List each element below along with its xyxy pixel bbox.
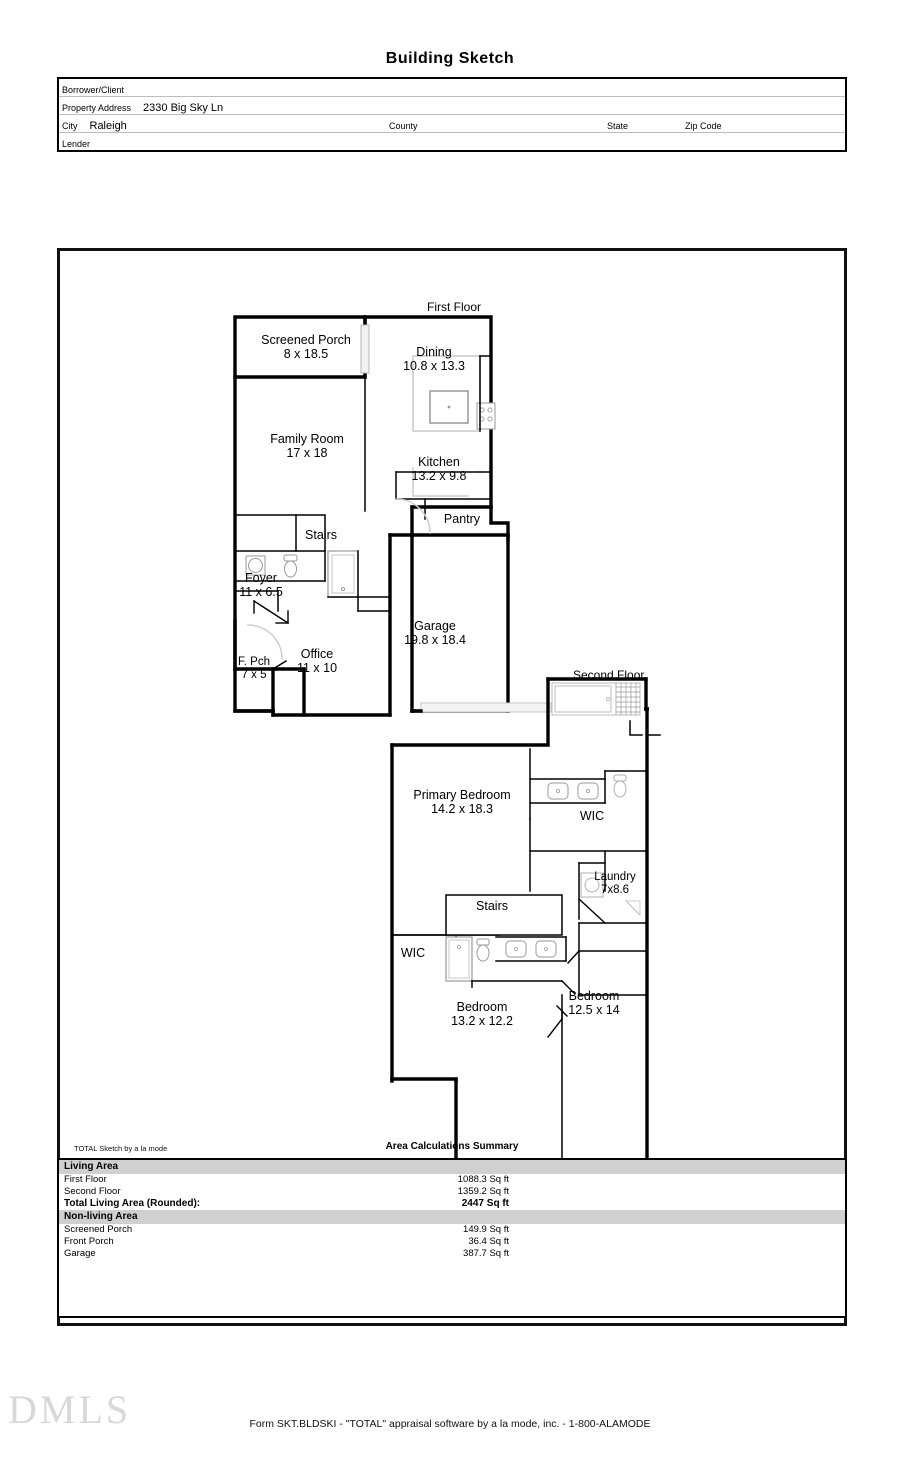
room-dining: Dining 10.8 x 13.3 — [403, 345, 465, 373]
room-garage-name: Garage — [414, 619, 456, 633]
area-row-first-floor-label: First Floor — [64, 1174, 107, 1185]
room-stairs-first-name: Stairs — [305, 528, 337, 542]
room-laundry: Laundry 7x8.6 — [594, 871, 636, 897]
area-table-spacer — [59, 1260, 845, 1316]
room-bedroom-2-dims: 13.2 x 12.2 — [451, 1014, 513, 1028]
room-pantry: Pantry — [444, 512, 480, 526]
room-laundry-name: Laundry — [594, 871, 636, 883]
room-wic-primary-name: WIC — [579, 809, 605, 823]
area-row-garage-value: 387.7 Sq ft — [463, 1248, 509, 1259]
property-address-label: Property Address — [62, 103, 132, 113]
city-label: City — [62, 121, 78, 131]
room-kitchen-name: Kitchen — [418, 455, 460, 469]
room-family: Family Room 17 x 18 — [270, 432, 344, 460]
area-row-total-living-label: Total Living Area (Rounded): — [64, 1198, 201, 1209]
area-calculations-summary-title: Area Calculations Summary — [385, 1141, 519, 1152]
area-row-second-floor-value: 1359.2 Sq ft — [457, 1186, 509, 1197]
room-wic-secondary: WIC — [401, 946, 425, 960]
header-row-borrower: Borrower/Client — [59, 79, 845, 97]
room-kitchen-dims: 13.2 x 9.8 — [411, 469, 467, 483]
room-screened-porch-dims: 8 x 18.5 — [283, 347, 329, 361]
room-garage-dims: 19.8 x 18.4 — [404, 633, 466, 647]
room-stairs-second: Stairs — [476, 899, 508, 913]
room-office-dims: 11 x 10 — [296, 661, 338, 675]
room-bedroom-3-dims: 12.5 x 14 — [568, 1003, 620, 1017]
area-row-second-floor-label: Second Floor — [64, 1186, 121, 1197]
room-front-porch-name: F. Pch — [238, 656, 270, 668]
dmls-watermark: DMLS — [8, 1387, 132, 1432]
area-row-garage-label: Garage — [64, 1248, 96, 1259]
room-laundry-dims: 7x8.6 — [600, 884, 630, 896]
room-front-porch: F. Pch 7 x 5 — [238, 656, 270, 682]
room-bedroom-2: Bedroom 13.2 x 12.2 — [451, 1000, 513, 1028]
section-heading-non-living-area: Non-living Area — [59, 1210, 845, 1224]
borrower-label: Borrower/Client — [62, 85, 125, 95]
room-foyer: Foyer 11 x 6.5 — [239, 571, 283, 599]
area-row-screened-porch-label: Screened Porch — [64, 1224, 133, 1235]
first-floor-title: First Floor — [427, 300, 481, 314]
room-primary-bedroom-name: Primary Bedroom — [413, 788, 511, 802]
room-pantry-name: Pantry — [443, 512, 481, 526]
room-family-name: Family Room — [270, 432, 344, 446]
building-sketch-frame: First Floor Screened Porch 8 x 18.5 Dini… — [57, 248, 847, 1326]
room-screened-porch: Screened Porch 8 x 18.5 — [261, 333, 351, 361]
sketch-credit: TOTAL Sketch by a la mode — [74, 1144, 168, 1153]
room-kitchen: Kitchen 13.2 x 9.8 — [412, 455, 467, 483]
state-label: State — [607, 121, 629, 131]
room-stairs-second-name: Stairs — [476, 899, 508, 913]
header-row-lender: Lender — [59, 133, 845, 150]
area-calculations-table: Living Area First Floor 1088.3 Sq ft Sec… — [57, 1158, 847, 1318]
property-identification-table: Borrower/Client Property Address 2330 Bi… — [57, 77, 847, 152]
footer-form-line: Form SKT.BLDSKI - "TOTAL" appraisal soft… — [249, 1418, 651, 1430]
room-bedroom-3: Bedroom 12.5 x 14 — [568, 989, 619, 1017]
area-row-screened-porch: Screened Porch 149.9 Sq ft — [59, 1224, 845, 1236]
county-label: County — [389, 121, 418, 131]
area-row-first-floor-value: 1088.3 Sq ft — [457, 1174, 509, 1185]
room-office: Office 11 x 10 — [297, 647, 337, 675]
lender-label: Lender — [62, 139, 91, 149]
area-row-total-living-value: 2447 Sq ft — [461, 1198, 509, 1209]
header-row-city: City Raleigh County State Zip Code — [59, 115, 845, 133]
room-bedroom-2-name: Bedroom — [456, 1000, 508, 1014]
room-wic-primary: WIC — [580, 809, 604, 823]
zip-code-label: Zip Code — [685, 121, 722, 131]
city-value: Raleigh — [89, 120, 127, 132]
room-stairs-first: Stairs — [305, 528, 337, 542]
area-row-front-porch: Front Porch 36.4 Sq ft — [59, 1236, 845, 1248]
room-front-porch-dims: 7 x 5 — [241, 669, 267, 681]
area-row-screened-porch-value: 149.9 Sq ft — [463, 1224, 509, 1235]
second-floor-title: Second Floor — [573, 668, 645, 682]
area-row-front-porch-value: 36.4 Sq ft — [468, 1236, 509, 1247]
room-wic-secondary-name: WIC — [400, 946, 426, 960]
room-primary-bedroom-dims: 14.2 x 18.3 — [431, 802, 493, 816]
section-heading-living-area: Living Area — [59, 1160, 845, 1174]
area-row-first-floor: First Floor 1088.3 Sq ft — [59, 1174, 845, 1186]
room-foyer-dims: 11 x 6.5 — [239, 585, 283, 599]
room-garage: Garage 19.8 x 18.4 — [404, 619, 466, 647]
header-row-property-address: Property Address 2330 Big Sky Ln — [59, 97, 845, 115]
room-dining-dims: 10.8 x 13.3 — [403, 359, 465, 373]
area-row-garage: Garage 387.7 Sq ft — [59, 1248, 845, 1260]
area-row-total-living: Total Living Area (Rounded): 2447 Sq ft — [59, 1198, 845, 1210]
room-dining-name: Dining — [416, 345, 452, 359]
room-office-name: Office — [300, 647, 334, 661]
room-foyer-name: Foyer — [245, 571, 277, 585]
property-address-value: 2330 Big Sky Ln — [143, 102, 224, 114]
room-bedroom-3-name: Bedroom — [568, 989, 620, 1003]
area-row-second-floor: Second Floor 1359.2 Sq ft — [59, 1186, 845, 1198]
room-primary-bedroom: Primary Bedroom 14.2 x 18.3 — [413, 788, 510, 816]
room-family-dims: 17 x 18 — [286, 446, 328, 460]
area-row-front-porch-label: Front Porch — [64, 1236, 114, 1247]
page-title: Building Sketch — [385, 50, 515, 67]
room-screened-porch-name: Screened Porch — [261, 333, 351, 347]
